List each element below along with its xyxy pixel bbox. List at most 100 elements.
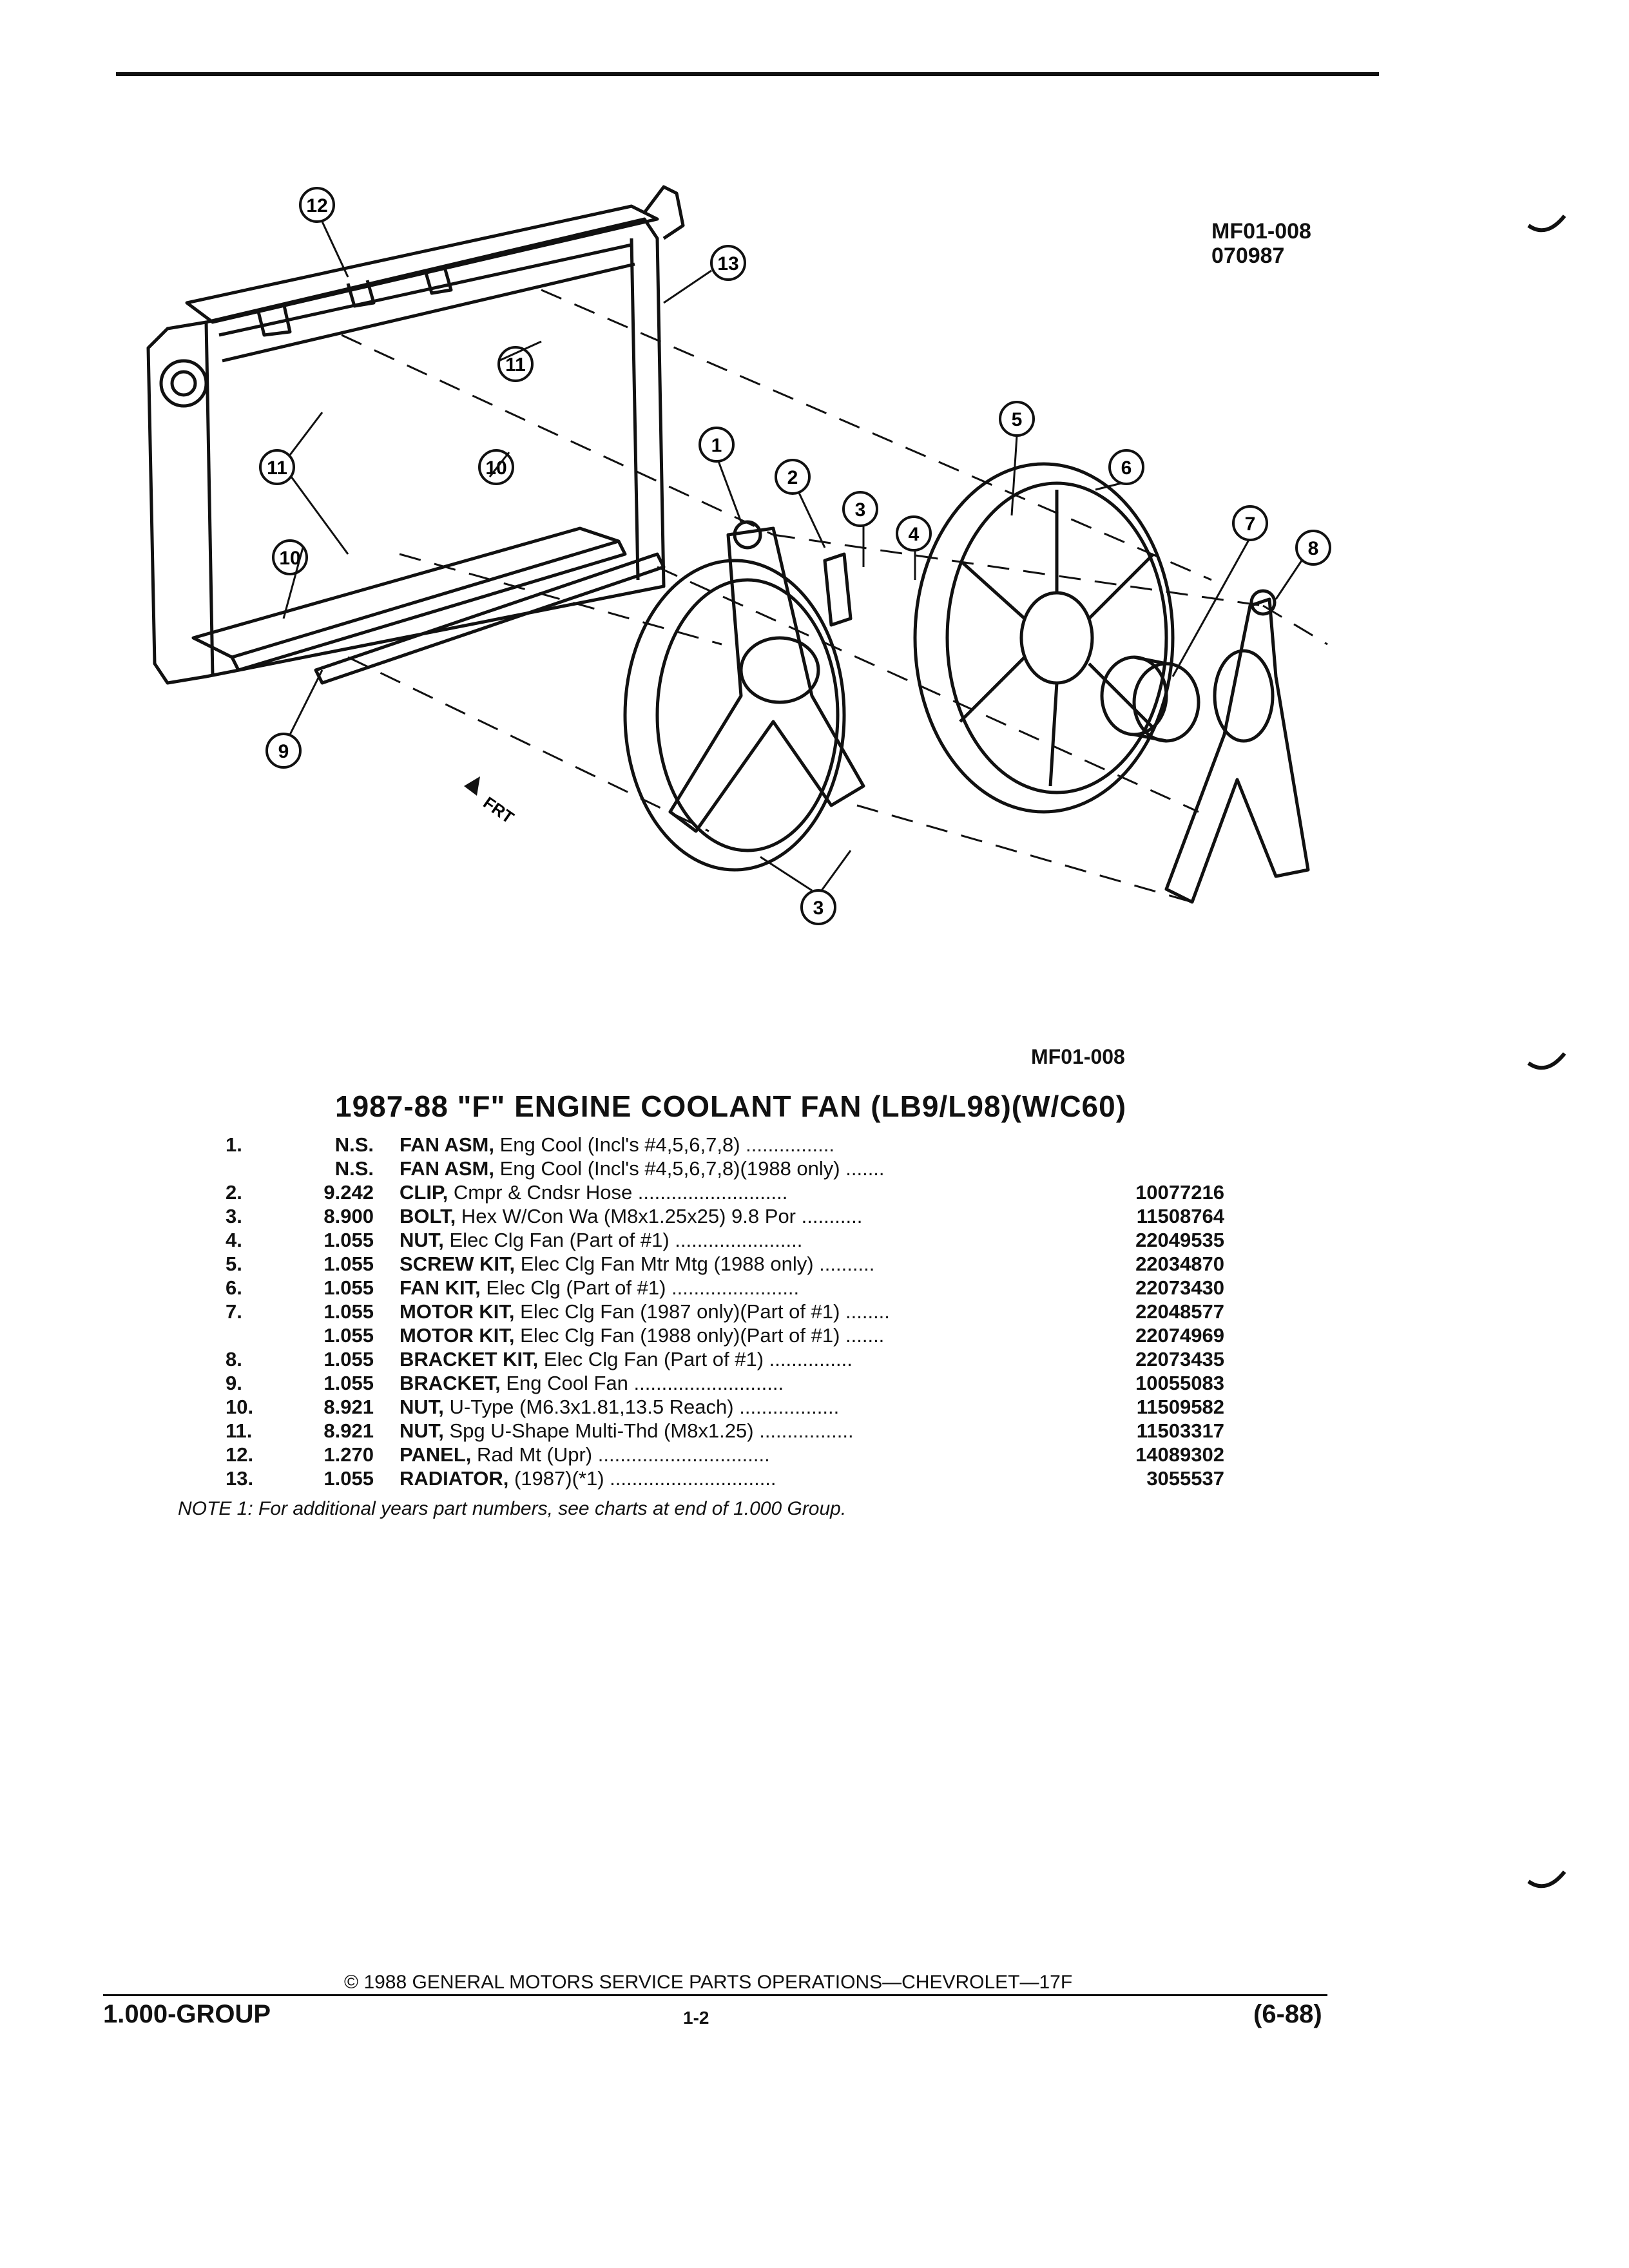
- part-name: BRACKET,: [400, 1372, 501, 1394]
- svg-text:2: 2: [787, 467, 798, 488]
- part-description: NUT, Elec Clg Fan (Part of #1) .........…: [400, 1228, 1095, 1252]
- group-number: 1.055: [323, 1229, 374, 1251]
- item-number: [168, 1323, 251, 1347]
- part-description: CLIP, Cmpr & Cndsr Hose ................…: [400, 1180, 1095, 1204]
- page-title: 1987-88 "F" ENGINE COOLANT FAN (LB9/L98)…: [335, 1090, 1127, 1123]
- part-name: SCREW KIT,: [400, 1253, 516, 1275]
- parts-row: 1.N.S.FAN ASM, Eng Cool (Incl's #4,5,6,7…: [168, 1133, 1224, 1157]
- front-indicator: FRT: [464, 776, 517, 827]
- part-description: FAN KIT, Elec Clg (Part of #1) .........…: [400, 1276, 1095, 1300]
- part-name: MOTOR KIT,: [400, 1300, 515, 1323]
- motor-bracket: [1164, 589, 1310, 904]
- part-name: BRACKET KIT,: [400, 1348, 539, 1370]
- part-description: BRACKET, Eng Cool Fan ..................…: [400, 1371, 1095, 1395]
- part-number: 11509582: [1136, 1396, 1224, 1418]
- part-description: PANEL, Rad Mt (Upr) ....................…: [400, 1443, 1095, 1466]
- figure-code-below: MF01-008: [1031, 1045, 1125, 1068]
- part-description: BOLT, Hex W/Con Wa (M8x1.25x25) 9.8 Por …: [400, 1204, 1095, 1228]
- callout-2: 2: [775, 459, 811, 495]
- binder-tick-icon: [1527, 1052, 1566, 1070]
- parts-row: 6. 1.055 FAN KIT, Elec Clg (Part of #1) ..…: [168, 1276, 1224, 1300]
- svg-text:5: 5: [1012, 409, 1023, 430]
- fan-shroud-bracket: [623, 520, 865, 872]
- item-number: 12.: [226, 1443, 254, 1466]
- group-number: 1.055: [323, 1300, 374, 1323]
- binder-tick-icon: [1527, 215, 1566, 233]
- group-number: N.S.: [334, 1157, 374, 1180]
- part-detail: U-Type (M6.3x1.81,13.5 Reach) ..........…: [443, 1396, 840, 1418]
- part-description: SCREW KIT, Elec Clg Fan Mtr Mtg (1988 on…: [400, 1252, 1095, 1276]
- item-number: 11.: [226, 1419, 253, 1442]
- part-name: FAN ASM,: [400, 1133, 494, 1156]
- item-number: [168, 1157, 251, 1180]
- front-arrow-icon: [464, 776, 480, 796]
- part-number: [1095, 1157, 1224, 1180]
- item-number: 8.: [226, 1348, 242, 1370]
- part-name: BOLT,: [400, 1205, 456, 1227]
- callout-3b: 3: [800, 889, 836, 925]
- group-number: 8.900: [323, 1205, 374, 1227]
- callout-11b: 11: [259, 449, 295, 485]
- part-number: 22073430: [1135, 1276, 1224, 1299]
- fan-motor: [1100, 655, 1200, 743]
- binder-tick-icon: [1527, 1870, 1566, 1888]
- group-number: 8.921: [323, 1396, 374, 1418]
- group-number: 1.055: [323, 1276, 374, 1299]
- part-name: MOTOR KIT,: [400, 1324, 515, 1347]
- callout-12: 12: [299, 187, 335, 223]
- hose-clip: [823, 552, 853, 627]
- part-detail: Elec Clg Fan (1988 only)(Part of #1) ...…: [514, 1324, 885, 1347]
- footer-rule: [103, 1994, 1327, 1996]
- part-description: MOTOR KIT, Elec Clg Fan (1988 only)(Part…: [400, 1323, 1095, 1347]
- figure-code: MF01-008: [1211, 219, 1311, 244]
- part-description: FAN ASM, Eng Cool (Incl's #4,5,6,7,8)(19…: [400, 1157, 1095, 1180]
- part-description: RADIATOR, (1987)(*1) ...................…: [400, 1466, 1095, 1490]
- group-number: 1.055: [323, 1253, 374, 1275]
- callout-10b: 10: [272, 539, 308, 575]
- item-number: 6.: [226, 1276, 242, 1299]
- part-detail: Elec Clg Fan Mtr Mtg (1988 only) .......…: [515, 1253, 875, 1275]
- item-number: 10.: [226, 1396, 254, 1418]
- part-description: MOTOR KIT, Elec Clg Fan (1987 only)(Part…: [400, 1300, 1095, 1323]
- part-detail: Elec Clg Fan (Part of #1) ..............…: [443, 1229, 803, 1251]
- svg-text:7: 7: [1245, 514, 1256, 535]
- part-detail: Hex W/Con Wa (M8x1.25x25) 9.8 Por ......…: [456, 1205, 863, 1227]
- part-number: 22074969: [1135, 1324, 1224, 1347]
- leader-lines: [282, 221, 1303, 892]
- svg-text:9: 9: [278, 741, 289, 762]
- part-name: PANEL,: [400, 1443, 472, 1466]
- item-number: 9.: [226, 1372, 242, 1394]
- item-number: 1.: [226, 1133, 242, 1156]
- callout-5: 5: [999, 401, 1035, 437]
- front-label: FRT: [480, 793, 518, 827]
- group-number: 1.055: [323, 1467, 374, 1490]
- revision-date: (6-88): [1253, 2000, 1322, 2028]
- callout-3a: 3: [842, 491, 878, 527]
- part-number: 22049535: [1135, 1229, 1224, 1251]
- callout-7: 7: [1232, 505, 1268, 541]
- part-name: NUT,: [400, 1229, 444, 1251]
- callout-9: 9: [265, 733, 302, 769]
- group-number: 8.921: [323, 1419, 374, 1442]
- svg-text:3: 3: [813, 898, 824, 919]
- svg-text:13: 13: [717, 253, 738, 274]
- part-number: 22034870: [1135, 1253, 1224, 1275]
- part-description: NUT, U-Type (M6.3x1.81,13.5 Reach) .....…: [400, 1395, 1095, 1419]
- svg-text:3: 3: [855, 499, 866, 521]
- part-detail: Rad Mt (Upr) ...........................…: [471, 1443, 770, 1466]
- part-description: FAN ASM, Eng Cool (Incl's #4,5,6,7,8) ..…: [400, 1133, 1095, 1157]
- part-detail: Eng Cool Fan ...........................: [500, 1372, 784, 1394]
- part-name: FAN KIT,: [400, 1276, 481, 1299]
- page-number: 1-2: [683, 2008, 709, 2028]
- part-number: 22048577: [1135, 1300, 1224, 1323]
- parts-row: N.S. FAN ASM, Eng Cool (Incl's #4,5,6,7,8…: [168, 1157, 1224, 1180]
- part-number: 10055083: [1135, 1372, 1224, 1394]
- part-number: [1095, 1133, 1224, 1157]
- copyright: © 1988 GENERAL MOTORS SERVICE PARTS OPER…: [335, 1972, 1082, 1994]
